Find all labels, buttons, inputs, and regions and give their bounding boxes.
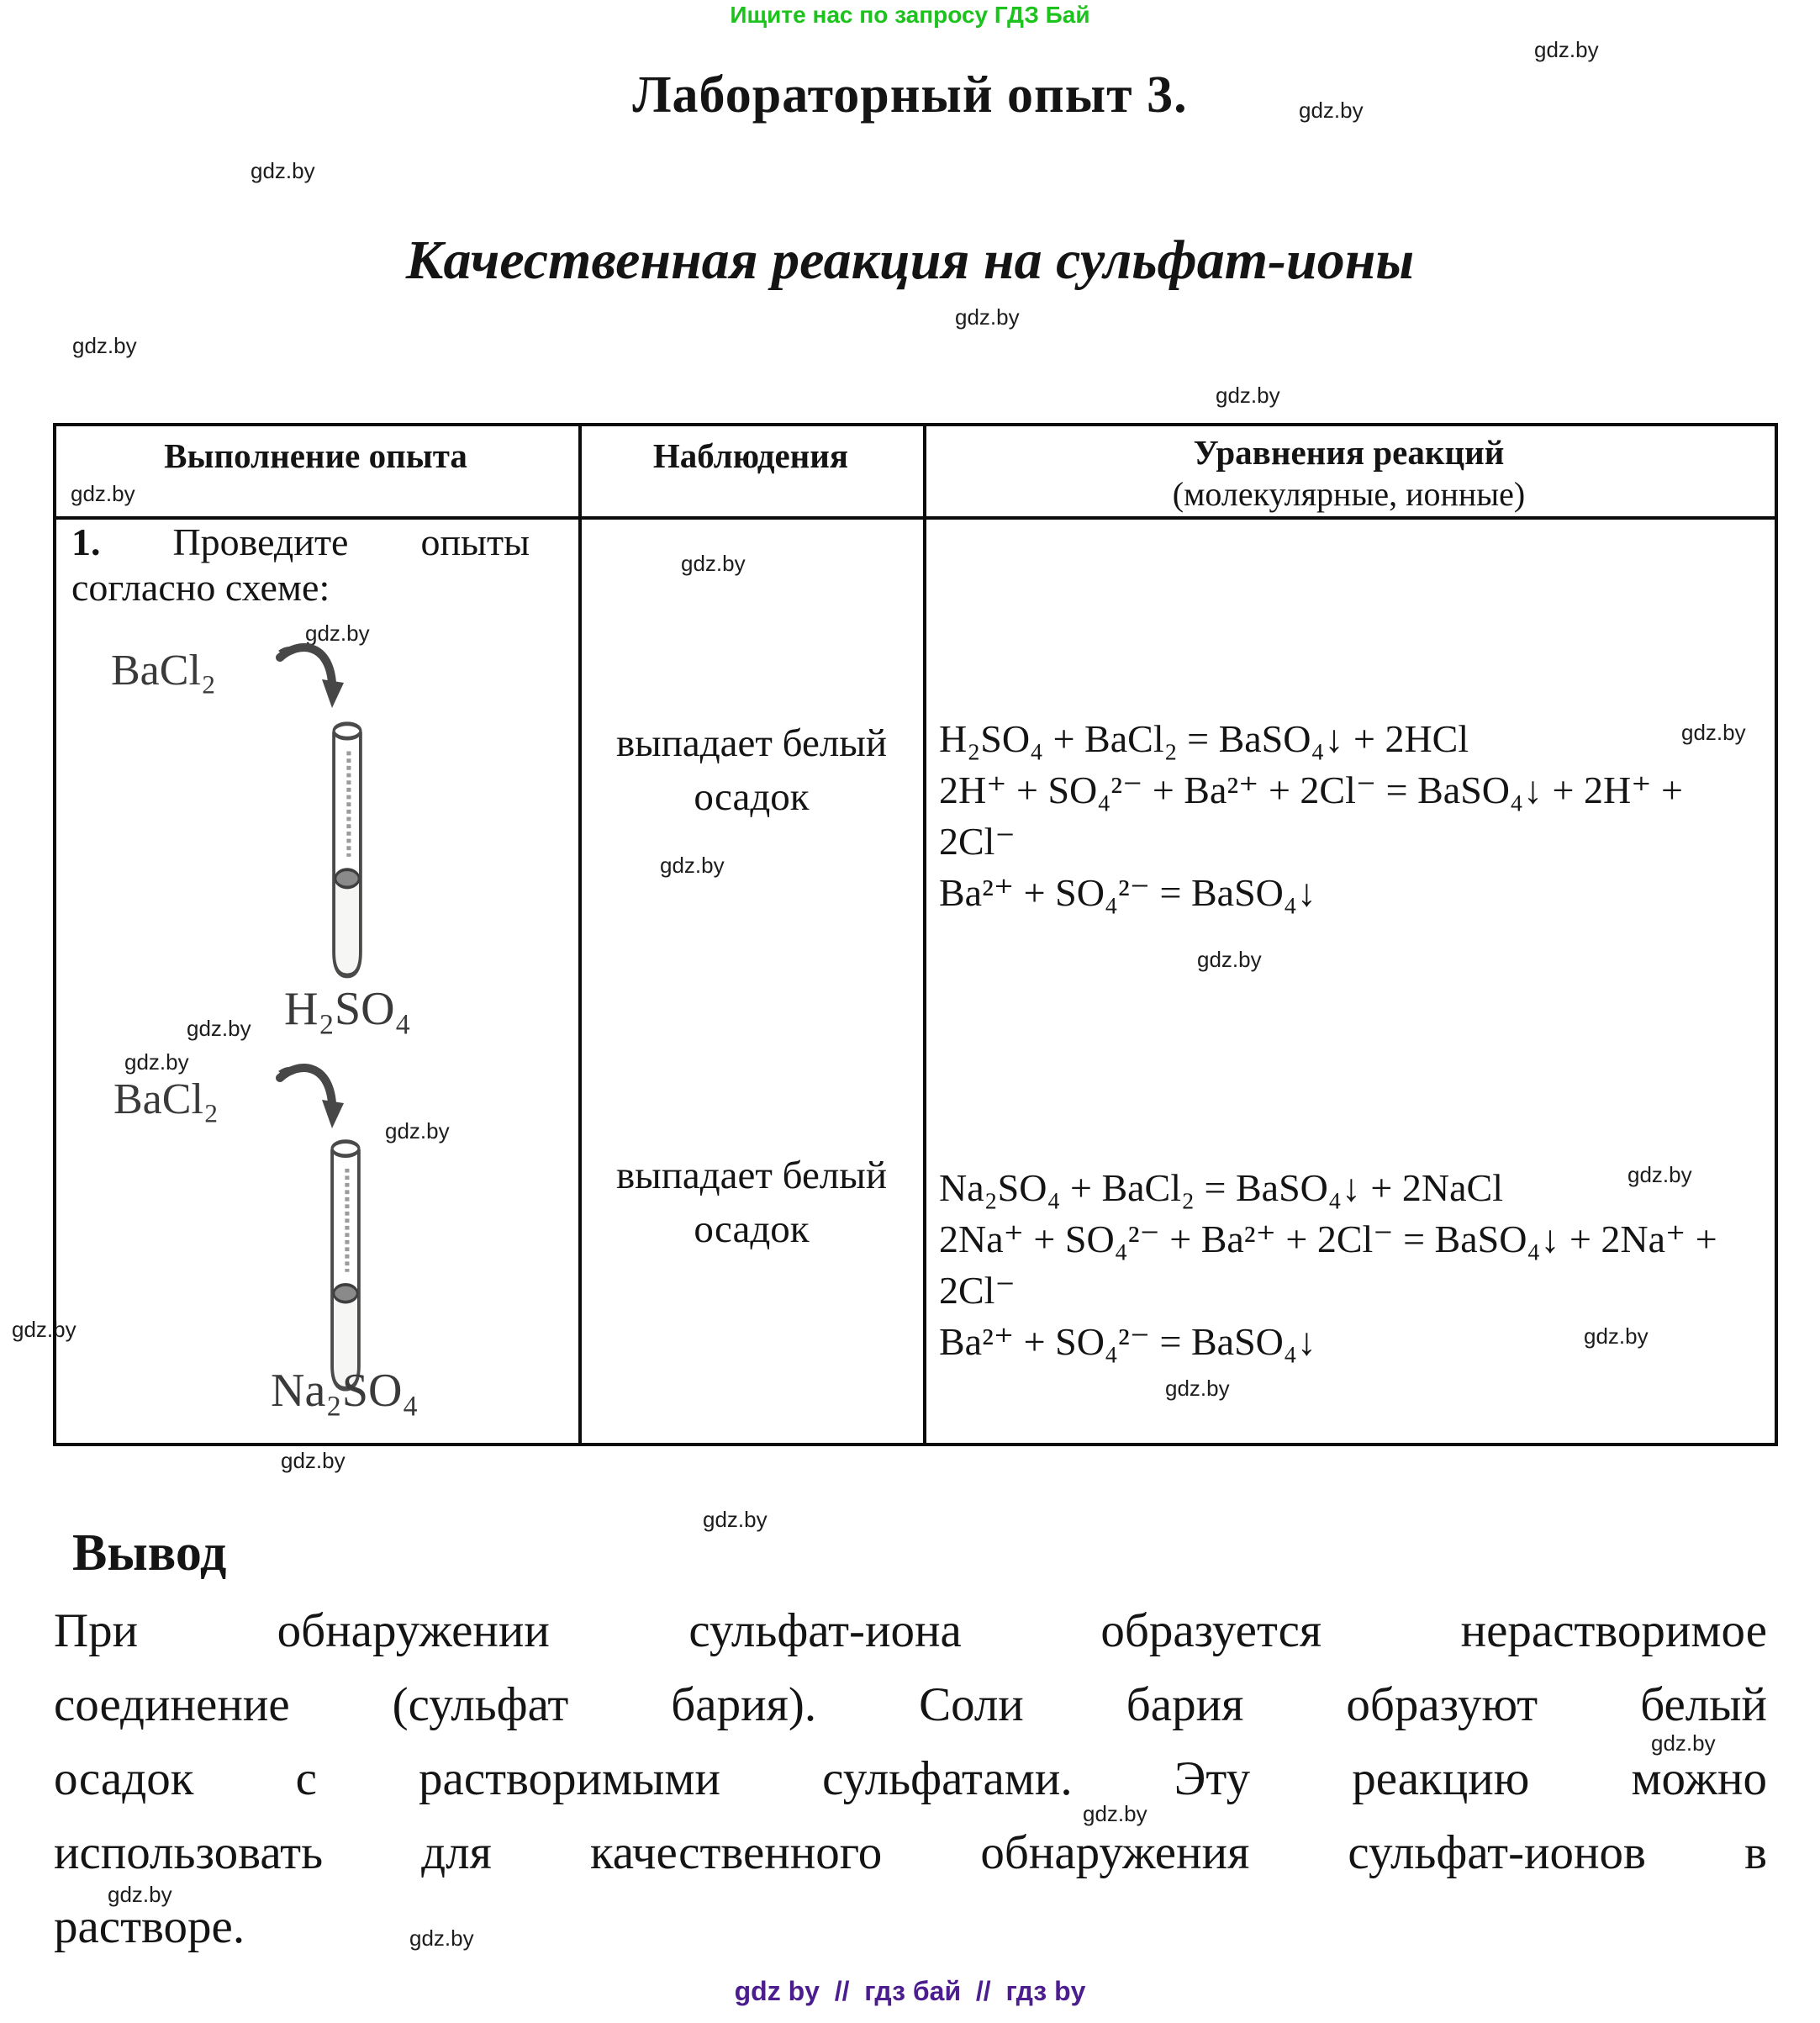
observation-1: выпадает белый осадок xyxy=(580,716,923,824)
watermark: gdz.by xyxy=(1299,98,1364,123)
watermark: gdz.by xyxy=(281,1448,346,1473)
equation-line: H₂SO₄ + BaCl₂ = BaSO₄↓ + 2HCl xyxy=(939,717,1469,760)
page-subtitle: Качественная реакция на сульфат-ионы xyxy=(405,230,1415,291)
promo-banner: Ищите нас по запросу ГДЗ Бай xyxy=(730,2,1090,28)
watermark: gdz.by xyxy=(1534,37,1599,62)
watermark: gdz.by xyxy=(409,1925,474,1951)
equation-line: Ba²⁺ + SO₄²⁻ = BaSO₄↓ xyxy=(939,1320,1316,1363)
watermark: gdz.by xyxy=(660,853,725,878)
step-word: Проведите xyxy=(172,520,349,563)
step-instruction: 1. Проведите опыты согласно схеме: xyxy=(71,520,530,610)
step-line-2: согласно схеме: xyxy=(71,566,330,609)
observation-line: выпадает белый xyxy=(615,1154,888,1197)
column-header-observations: Наблюдения xyxy=(652,436,849,475)
pour-arrow-icon xyxy=(273,1059,353,1148)
conclusion-line: использовать для качественного обнаружен… xyxy=(54,1826,1767,1879)
solution-label-h2so4: H₂SO₄ xyxy=(284,983,412,1035)
step-number: 1. xyxy=(71,520,101,563)
watermark: gdz.by xyxy=(12,1317,76,1342)
column-header-procedure: Выполнение опыта xyxy=(164,436,467,475)
column-header-equations-note: (молекулярные, ионные) xyxy=(1172,475,1526,513)
equation-line: 2Cl⁻ xyxy=(939,1269,1016,1312)
solution-label-na2so4: Na₂SO₄ xyxy=(271,1365,419,1417)
page-title: Лабораторный опыт 3. xyxy=(632,66,1188,124)
conclusion-paragraph: При обнаружении сульфат-иона образуется … xyxy=(54,1594,1767,1964)
watermark: gdz.by xyxy=(1584,1323,1649,1349)
watermark: gdz.by xyxy=(305,621,370,646)
conclusion-line: растворе. xyxy=(54,1900,245,1953)
watermark: gdz.by xyxy=(187,1016,251,1041)
table-column-divider xyxy=(578,426,582,1443)
watermark: gdz.by xyxy=(1681,720,1746,745)
conclusion-line: При обнаружении сульфат-иона образуется … xyxy=(54,1604,1767,1657)
observation-line: выпадает белый xyxy=(615,721,888,765)
watermark: gdz.by xyxy=(72,333,137,358)
pour-arrow-icon xyxy=(273,639,353,727)
test-tube-icon xyxy=(316,1137,375,1399)
watermark: gdz.by xyxy=(955,304,1020,330)
observation-line: осадок xyxy=(694,775,810,819)
watermark: gdz.by xyxy=(124,1049,189,1075)
table-column-divider xyxy=(923,426,926,1443)
equation-line: Na₂SO₄ + BaCl₂ = BaSO₄↓ + 2NaCl xyxy=(939,1166,1503,1209)
observation-2: выпадает белый осадок xyxy=(580,1149,923,1256)
watermark: gdz.by xyxy=(1627,1162,1692,1187)
equation-line: Ba²⁺ + SO₄²⁻ = BaSO₄↓ xyxy=(939,871,1316,914)
test-tube-icon xyxy=(318,719,377,986)
equations-block-2: Na₂SO₄ + BaCl₂ = BaSO₄↓ + 2NaCl 2Na⁺ + S… xyxy=(939,1162,1771,1367)
watermark: gdz.by xyxy=(385,1118,450,1144)
footer-links: gdz by // гдз бай // гдз by xyxy=(734,1976,1086,2006)
equation-line: 2Cl⁻ xyxy=(939,820,1016,863)
conclusion-heading: Вывод xyxy=(72,1524,227,1582)
watermark: gdz.by xyxy=(681,551,746,576)
column-header-equations: Уравнения реакций xyxy=(1193,433,1505,472)
table-header-divider xyxy=(56,516,1775,520)
equation-line: 2Na⁺ + SO₄²⁻ + Ba²⁺ + 2Cl⁻ = BaSO₄↓ + 2N… xyxy=(939,1217,1717,1260)
watermark: gdz.by xyxy=(1165,1376,1230,1401)
observation-line: осадок xyxy=(694,1207,810,1251)
watermark: gdz.by xyxy=(1216,383,1280,408)
watermark: gdz.by xyxy=(71,481,135,506)
watermark: gdz.by xyxy=(251,158,315,183)
reagent-label-bacl2: BaCl₂ xyxy=(113,1075,219,1123)
equation-line: 2H⁺ + SO₄²⁻ + Ba²⁺ + 2Cl⁻ = BaSO₄↓ + 2H⁺… xyxy=(939,769,1683,811)
reagent-label-bacl2: BaCl₂ xyxy=(111,647,217,695)
watermark: gdz.by xyxy=(703,1507,768,1532)
watermark: gdz.by xyxy=(1083,1801,1147,1826)
results-table xyxy=(53,423,1778,1446)
watermark: gdz.by xyxy=(1651,1730,1716,1756)
conclusion-line: соединение (сульфат бария). Соли бария о… xyxy=(54,1678,1767,1731)
equations-block-1: H₂SO₄ + BaCl₂ = BaSO₄↓ + 2HCl 2H⁺ + SO₄²… xyxy=(939,713,1771,918)
conclusion-line: осадок с растворимыми сульфатами. Эту ре… xyxy=(54,1752,1767,1805)
step-line-1: 1. Проведите опыты xyxy=(71,520,530,565)
step-word: опыты xyxy=(420,520,530,563)
watermark: gdz.by xyxy=(108,1882,172,1907)
watermark: gdz.by xyxy=(1197,947,1262,972)
